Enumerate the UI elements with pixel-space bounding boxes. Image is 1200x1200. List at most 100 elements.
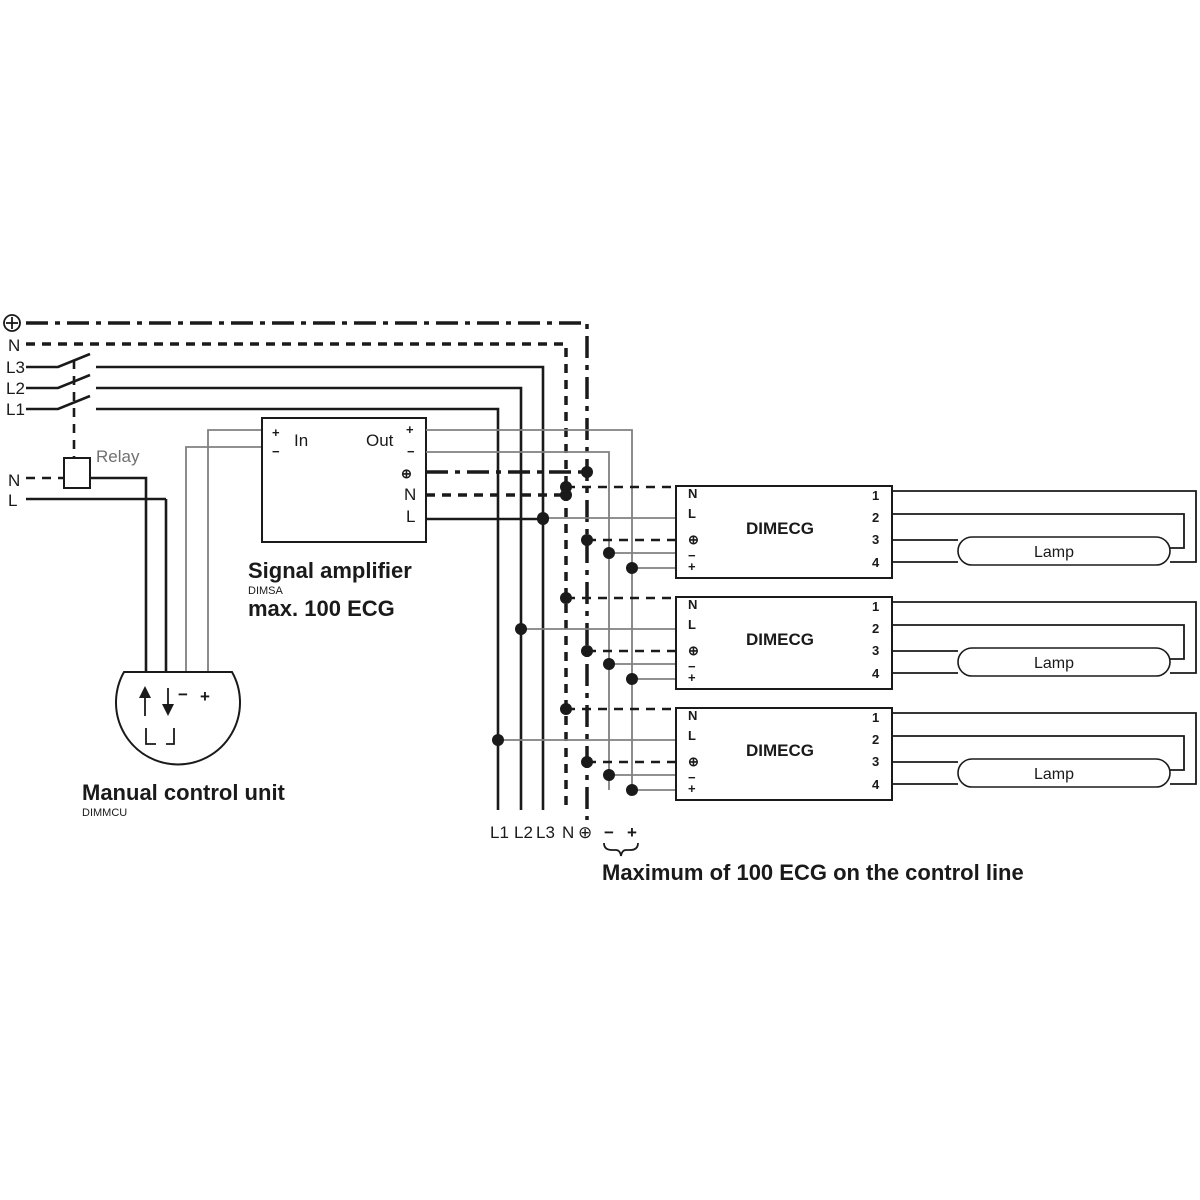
amp-in-minus-wire [185,446,262,672]
manual-control-unit-code: DIMMCU [82,807,127,819]
relay-label: Relay [96,447,140,466]
junction-dot [581,466,593,478]
relay-coil [63,457,91,489]
junction-dot [581,645,593,657]
amp-in-plus: + [272,425,280,440]
manual-control-unit-title: Manual control unit [82,780,286,805]
ecg-terminal-4: + [688,781,696,796]
ecg-terminal-0: N [688,597,697,612]
amp-l: L [406,507,415,526]
junction-dot [560,703,572,715]
ecg-output-2: 2 [872,510,879,525]
ecg-name: DIMECG [746,741,814,760]
ecg-name: DIMECG [746,630,814,649]
lamp-wire-2 [892,624,1185,660]
ecg-terminal-0: N [688,708,697,723]
amp-out-plus-wire [426,429,633,790]
ecg-output-3: 3 [872,754,879,769]
lamp-wire-2 [892,735,1185,771]
bottom-label-pe: ⊕ [578,823,592,842]
junction-dot [537,513,549,525]
amp-n: N [404,485,416,504]
ecg-output-3: 3 [872,532,879,547]
junction-dot [560,489,572,501]
ecg-terminal-0: N [688,486,697,501]
ecg-terminal-1: L [688,728,696,743]
ecg-terminal-2: ⊕ [688,532,699,547]
relay-l-label: L [8,491,17,510]
ecg-terminal-4: + [688,670,696,685]
l3-bus-line [26,352,545,810]
junction-dot [581,534,593,546]
ecg-box [675,485,893,579]
ecg-output-1: 1 [872,599,879,614]
ecg-terminal-4: + [688,559,696,574]
amp-out-label: Out [366,431,394,450]
bottom-label-minus: − [604,823,614,842]
junction-dot [603,658,615,670]
mcu-minus: − [178,685,188,704]
ecg-name: DIMECG [746,519,814,538]
ecg-terminal-2: ⊕ [688,643,699,658]
relay-output-line [90,476,148,672]
mcu-plus: + [200,687,210,706]
l1-bus-line [26,394,500,810]
signal-amplifier-code: DIMSA [248,585,284,597]
amp-out-minus-wire [426,451,610,790]
lamp-label: Lamp [1034,655,1074,672]
relay-n-label: N [8,471,20,490]
ecg-output-4: 4 [872,555,880,570]
n-bus-line [26,342,568,808]
lamp-wire-1 [892,601,1197,674]
ecg-terminal-3: − [688,548,696,563]
ecg-terminal-1: L [688,506,696,521]
junction-dot [603,769,615,781]
lamp-wire-2 [892,513,1185,549]
up-arrow-icon [139,686,151,698]
ecg-output-4: 4 [872,777,880,792]
amp-in-plus-wire [207,429,262,672]
lamp-wire-1 [892,712,1197,785]
bottom-label-plus: + [627,823,637,842]
amp-out-plus: + [406,422,414,437]
push-symbol-icon [145,728,175,745]
amp-in-label: In [294,431,308,450]
down-arrow-icon [162,704,174,716]
junction-dot [515,623,527,635]
amp-in-minus: − [272,444,280,459]
signal-amplifier-title: Signal amplifier [248,558,412,583]
ecg-units: NL⊕−+DIMECG1234LampNL⊕−+DIMECG1234LampNL… [492,466,1197,801]
signal-amplifier [185,417,633,790]
ecg-output-1: 1 [872,488,879,503]
bottom-label-l1: L1 [490,823,509,842]
ecg-terminal-2: ⊕ [688,754,699,769]
bottom-label-n: N [562,823,574,842]
ecg-terminal-3: − [688,659,696,674]
junction-dot [603,547,615,559]
lamp-label: Lamp [1034,544,1074,561]
lamp-label: Lamp [1034,766,1074,783]
l2-bus-line [26,373,523,810]
bus-label-l3: L3 [6,358,25,377]
earth-symbol-pe-bus [3,314,21,332]
ecg-output-2: 2 [872,732,879,747]
ecg-output-3: 3 [872,643,879,658]
lamp-tube [957,536,1171,566]
junction-dot [626,673,638,685]
manual-control-unit [115,671,241,766]
bus-label-n: N [8,336,20,355]
ecg-output-4: 4 [872,666,880,681]
lamp-tube [957,647,1171,677]
bus-label-l2: L2 [6,379,25,398]
bottom-label-l2: L2 [514,823,533,842]
amp-pe: ⊕ [401,466,412,481]
ecg-terminal-1: L [688,617,696,632]
control-line-brace [603,842,639,857]
junction-dot [626,784,638,796]
ecg-terminal-3: − [688,770,696,785]
lamp-tube [957,758,1171,788]
bus-label-l1: L1 [6,400,25,419]
